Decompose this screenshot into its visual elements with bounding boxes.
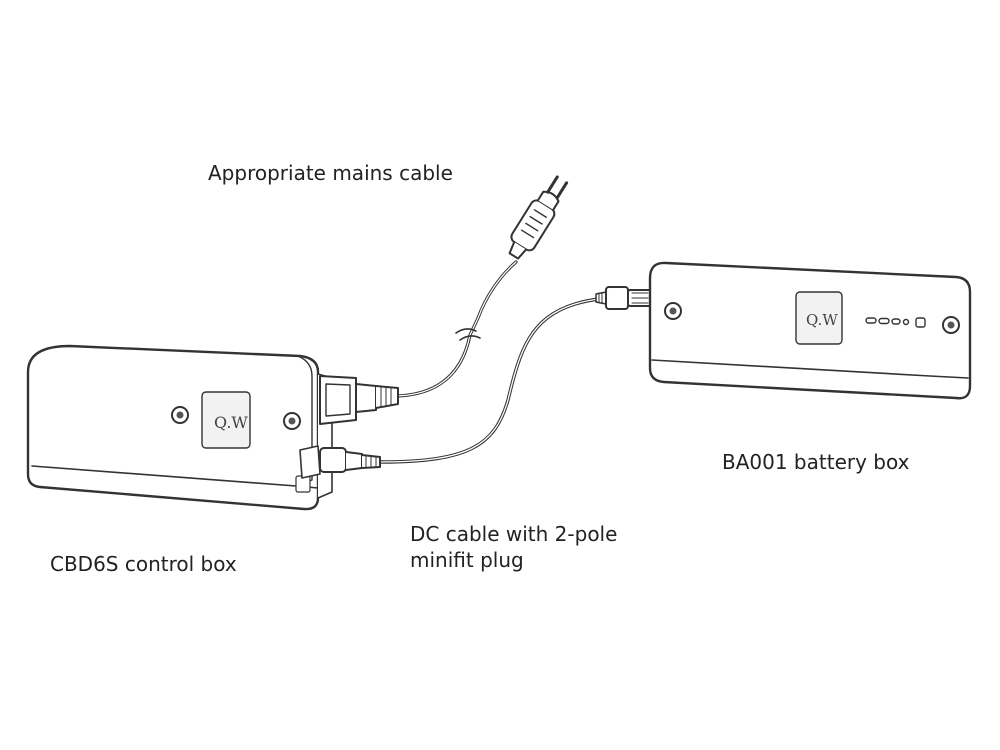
battery-indicator-lights	[865, 317, 926, 328]
control-box-logo: Q.W	[214, 413, 248, 432]
battery-box-label: BA001 battery box	[722, 450, 910, 474]
dc-cable-label: DC cable with 2-pole minifit plug	[410, 521, 617, 573]
dc-cable-label-line2: minifit plug	[410, 548, 524, 572]
iec-connector	[319, 375, 399, 425]
mains-cable	[393, 260, 518, 398]
control-box-label: CBD6S control box	[50, 552, 237, 576]
dc-cable	[378, 296, 624, 464]
battery-box-icon: Q.W	[648, 261, 972, 400]
battery-box-logo: Q.W	[806, 311, 838, 329]
dc-cable-label-line1: DC cable with 2-pole	[410, 522, 618, 546]
mains-cable-label: Appropriate mains cable	[208, 161, 453, 185]
control-box-icon: Q.W	[26, 344, 333, 511]
dc-plug-control-icon	[299, 445, 381, 479]
mains-plug-icon	[508, 175, 569, 260]
